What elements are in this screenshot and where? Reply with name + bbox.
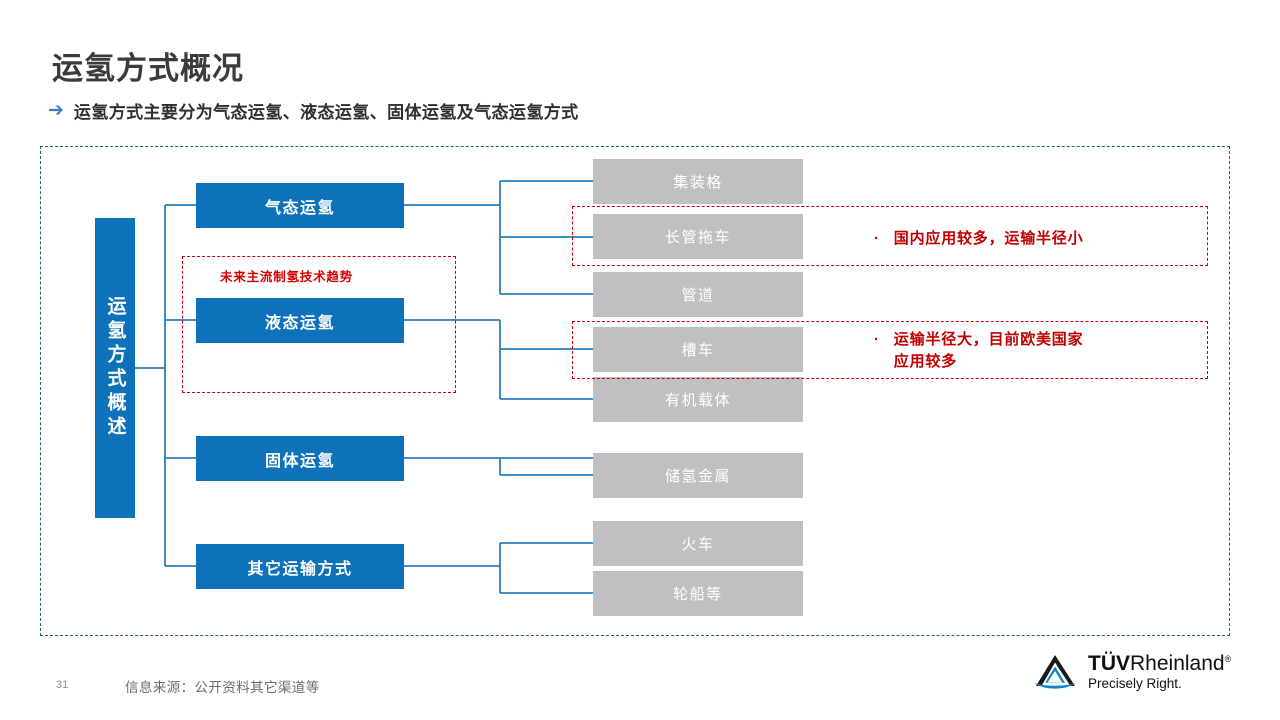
note-frame-tanker — [572, 321, 1208, 379]
page-title: 运氢方式概况 — [52, 51, 244, 86]
leaf-label: 槽车 — [681, 342, 715, 359]
leaf-label: 火车 — [681, 536, 715, 553]
note-line: 应用较多 — [893, 352, 957, 370]
category-label: 液态运氢 — [264, 314, 335, 332]
leaf-box-ship[interactable]: 轮船等 — [593, 571, 803, 616]
note-bullet-icon: · — [874, 331, 880, 348]
subtitle-row: ➔ 运氢方式主要分为气态运氢、液态运氢、固体运氢及气态运氢方式 — [48, 98, 579, 123]
diagram-outer-frame — [40, 146, 1230, 636]
leaf-label: 管道 — [681, 287, 715, 304]
leaf-box-pipeline[interactable]: 管道 — [593, 272, 803, 317]
category-box-other[interactable]: 其它运输方式 — [196, 544, 404, 589]
logo-brand-rest: Rheinland — [1130, 651, 1225, 675]
tuv-triangle-icon — [1034, 655, 1076, 689]
source-note: 信息来源：公开资料其它渠道等 — [125, 680, 320, 695]
logo-brand-bold: TÜV — [1088, 651, 1130, 675]
leaf-box-hydrogen-storage-metal[interactable]: 储氢金属 — [593, 453, 803, 498]
note-bullet-icon: · — [874, 230, 880, 247]
note-text-tanker: · 运输半径大，目前欧美国家 应用较多 — [874, 329, 1083, 373]
tuv-rheinland-logo: TÜVRheinland® Precisely Right. — [1032, 652, 1231, 692]
category-box-solid[interactable]: 固体运氢 — [196, 436, 404, 481]
category-label: 固体运氢 — [264, 452, 335, 470]
note-line: 运输半径大，目前欧美国家 — [893, 331, 1084, 348]
category-label: 其它运输方式 — [247, 560, 353, 578]
leaf-label: 长管拖车 — [664, 229, 731, 246]
category-box-gas[interactable]: 气态运氢 — [196, 183, 404, 228]
leaf-label: 集装格 — [673, 174, 723, 191]
logo-registered-mark: ® — [1224, 653, 1232, 664]
root-node-label: 运氢方式概述 — [104, 296, 126, 440]
leaf-box-tanker[interactable]: 槽车 — [593, 327, 803, 372]
leaf-label: 储氢金属 — [664, 468, 731, 485]
category-box-liquid[interactable]: 液态运氢 — [196, 298, 404, 343]
trend-highlight-label: 未来主流制氢技术趋势 — [220, 270, 354, 284]
trend-highlight-frame — [182, 256, 456, 393]
leaf-label: 有机载体 — [664, 392, 731, 409]
page-number: 31 — [56, 679, 69, 691]
leaf-box-organic-carrier[interactable]: 有机载体 — [593, 377, 803, 422]
page-subtitle: 运氢方式主要分为气态运氢、液态运氢、固体运氢及气态运氢方式 — [73, 103, 579, 122]
logo-tagline: Precisely Right. — [1088, 675, 1182, 691]
note-frame-tube-trailer — [572, 206, 1208, 266]
note-line: 国内应用较多，运输半径小 — [893, 230, 1084, 247]
root-node[interactable]: 运氢方式概述 — [95, 218, 135, 518]
note-text-tube-trailer: · 国内应用较多，运输半径小 — [874, 228, 1083, 250]
leaf-box-train[interactable]: 火车 — [593, 521, 803, 566]
category-label: 气态运氢 — [264, 199, 335, 217]
leaf-box-rack[interactable]: 集装格 — [593, 159, 803, 204]
leaf-label: 轮船等 — [673, 586, 723, 603]
leaf-box-tube-trailer[interactable]: 长管拖车 — [593, 214, 803, 259]
arrow-right-icon: ➔ — [48, 100, 64, 121]
